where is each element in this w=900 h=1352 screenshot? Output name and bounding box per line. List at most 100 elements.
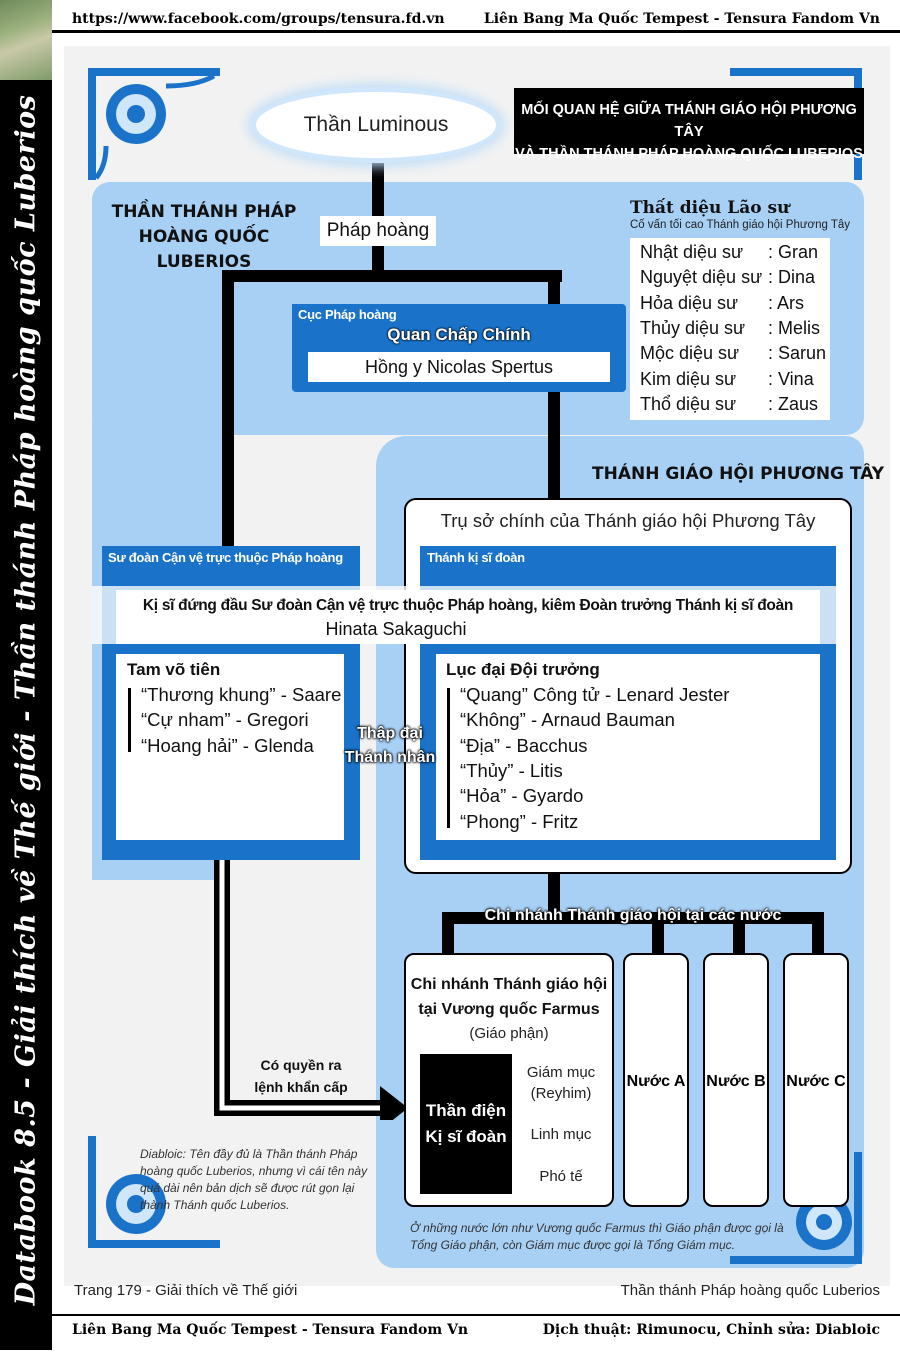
sage-row: Nguyệt diệu sư: Dina — [640, 267, 815, 288]
emergency-line-1: Có quyền ra — [260, 1057, 342, 1073]
captain-item: “Hỏa” - Gyardo — [460, 785, 584, 807]
warrior-item: “Hoang hải” - Glenda — [141, 734, 314, 756]
sage-name: : Zaus — [768, 393, 819, 414]
sage-name: : Sarun — [768, 343, 827, 364]
branch-drop-a — [652, 912, 664, 956]
title-line-1: MỐI QUAN HỆ GIỮA THÁNH GIÁO HỘI PHƯƠNG T… — [521, 102, 857, 140]
commander-name: Hinata Sakaguchi — [325, 619, 467, 639]
branches-bar — [442, 912, 824, 924]
bureau-tab-bg — [292, 304, 390, 326]
sage-name: : Dina — [768, 267, 816, 288]
sage-rank: Nguyệt diệu sư — [640, 267, 763, 288]
sage-rank: Kim diệu sư — [640, 368, 737, 389]
page-section: Thần thánh Pháp hoàng quốc Luberios — [620, 1282, 880, 1299]
sage-name: : Ars — [768, 292, 805, 313]
connector-god-pope — [372, 158, 384, 270]
ornament-bottom-right-icon — [730, 1152, 862, 1264]
bishop-label: Giám mục (Reyhim) — [512, 1062, 610, 1104]
footer-credit-left: Liên Bang Ma Quốc Tempest - Tensura Fand… — [72, 1322, 469, 1338]
sidebar: Databook 8.5 - Giải thích về Thế giới - … — [0, 0, 52, 1350]
sage-row: Hỏa diệu sư : Ars — [640, 292, 804, 314]
bishop-line-1: Giám mục — [526, 1064, 596, 1081]
header-divider — [52, 30, 900, 33]
commander-box — [116, 590, 820, 644]
branch-drop-c — [812, 912, 824, 956]
sage-rank: Thủy diệu sư — [640, 317, 746, 338]
bureau-role: Quan Chấp Chính — [387, 325, 531, 344]
title-line-2: VÀ THẦN THÁNH PHÁP HOÀNG QUỐC LUBERIOS — [515, 146, 863, 162]
branch-drop-farmus — [442, 912, 454, 956]
page-number: Trang 179 - Giải thích về Thế giới — [74, 1282, 298, 1299]
sage-rank: Thổ diệu sư — [640, 393, 737, 414]
ornament-top-left-icon — [88, 68, 220, 180]
ten-saints-line-1: Thập đại — [357, 725, 423, 742]
connector-church-branches — [548, 870, 560, 916]
connector-to-guard — [222, 270, 234, 546]
priest-label: Linh mục — [530, 1126, 592, 1143]
knights-tab: Thánh kị sĩ đoàn — [427, 550, 525, 565]
group-url-link[interactable]: https://www.facebook.com/groups/tensura.… — [72, 11, 445, 27]
church-title: THÁNH GIÁO HỘI PHƯƠNG TÂY — [592, 464, 885, 484]
warrior-item: “Cự nham” - Gregori — [141, 709, 309, 731]
sage-name: : Melis — [768, 317, 821, 338]
guard-tab: Sư đoàn Cận vệ trực thuộc Pháp hoàng — [108, 550, 343, 565]
sage-name: : Gran — [768, 242, 819, 262]
ten-saints-line-2: Thánh nhân — [344, 749, 436, 766]
ornament-bottom-left-icon — [88, 1136, 220, 1248]
sage-rank: Hỏa diệu sư — [640, 292, 739, 313]
sage-row: Nhật diệu sư: Gran — [640, 242, 818, 263]
sage-row: Thổ diệu sư : Zaus — [640, 393, 818, 415]
captains-bracket — [447, 688, 450, 828]
emergency-arrow-icon — [214, 858, 408, 1120]
header-credit: Liên Bang Ma Quốc Tempest - Tensura Fand… — [483, 11, 880, 27]
connector-pope-bar — [222, 270, 562, 282]
captain-item: “Quang” Công tử - Lenard Jester — [460, 684, 730, 705]
hq-label: Trụ sở chính của Thánh giáo hội Phương T… — [440, 510, 816, 531]
header-bar: https://www.facebook.com/groups/tensura.… — [52, 0, 900, 44]
branches-label: Chi nhánh Thánh giáo hội tại các nước — [484, 907, 782, 924]
farmus-title-line-2: tại Vương quốc Farmus — [418, 1001, 600, 1018]
pope-box: Pháp hoàng — [320, 216, 436, 246]
sages-subtitle: Cố vấn tối cao Thánh giáo hội Phương Tây — [630, 219, 851, 231]
sage-rank: Mộc diệu sư — [640, 343, 740, 364]
knights-inner — [436, 654, 820, 840]
farmus-subtitle: (Giáo phận) — [469, 1025, 549, 1042]
bishop-line-2: (Reyhim) — [530, 1085, 592, 1102]
temple-knights-box: Thần điện Kị sĩ đoàn — [420, 1054, 512, 1194]
nation-b-box: Nước B — [703, 953, 769, 1207]
nation-c-box: Nước C — [783, 953, 849, 1207]
bureau-tab: Cục Pháp hoàng — [298, 307, 397, 322]
captain-item: “Phong” - Fritz — [460, 810, 579, 832]
temple-knights-line-1: Thần điện — [425, 1101, 507, 1120]
branch-drop-b — [733, 912, 745, 956]
nation-label-line-2: HOÀNG QUỐC LUBERIOS — [138, 227, 270, 272]
footer-bar: Liên Bang Ma Quốc Tempest - Tensura Fand… — [52, 1314, 900, 1352]
warriors-bracket — [128, 688, 131, 752]
footer-credit-right: Dịch thuật: Rimunocu, Chỉnh sửa: Diabloi… — [542, 1322, 880, 1338]
guard-inner — [116, 654, 344, 840]
three-warriors-title: Tam võ tiên — [127, 660, 221, 679]
ten-saints-label: Thập đại Thánh nhân — [340, 722, 440, 770]
cover-thumbnail — [0, 0, 52, 80]
diagram-title: MỐI QUAN HỆ GIỮA THÁNH GIÁO HỘI PHƯƠNG T… — [514, 88, 864, 162]
farmus-title-line-1: Chi nhánh Thánh giáo hội — [410, 976, 608, 993]
sage-row: Kim diệu sư : Vina — [640, 368, 814, 390]
temple-knights-line-2: Kị sĩ đoàn — [425, 1127, 507, 1146]
god-luminous: Thần Luminous — [256, 92, 496, 158]
captain-item: “Không” - Arnaud Bauman — [460, 709, 675, 731]
six-captains-title: Lục đại Đội trưởng — [446, 660, 600, 679]
bottom-note: Ở những nước lớn như Vương quốc Farmus t… — [410, 1221, 784, 1252]
connector-bureau-church — [548, 392, 560, 502]
sidebar-title: Databook 8.5 - Giải thích về Thế giới - … — [10, 94, 42, 1306]
sages-title: Thất diệu Lão sư — [630, 198, 790, 218]
deacon-label: Phó tế — [539, 1168, 583, 1185]
sage-name: : Vina — [768, 368, 814, 389]
emergency-label: Có quyền ra lệnh khẩn cấp — [246, 1054, 356, 1098]
sages-box — [630, 238, 830, 420]
farmus-title: Chi nhánh Thánh giáo hội tại Vương quốc … — [404, 972, 614, 1022]
nation-label-line-1: THẦN THÁNH PHÁP — [111, 202, 297, 222]
sage-row: Thủy diệu sư : Melis — [640, 317, 820, 339]
bureau-person: Hồng y Nicolas Spertus — [308, 352, 610, 382]
warrior-item: “Thương khung” - Saare — [141, 684, 342, 705]
nation-label: THẦN THÁNH PHÁP HOÀNG QUỐC LUBERIOS — [108, 200, 300, 275]
